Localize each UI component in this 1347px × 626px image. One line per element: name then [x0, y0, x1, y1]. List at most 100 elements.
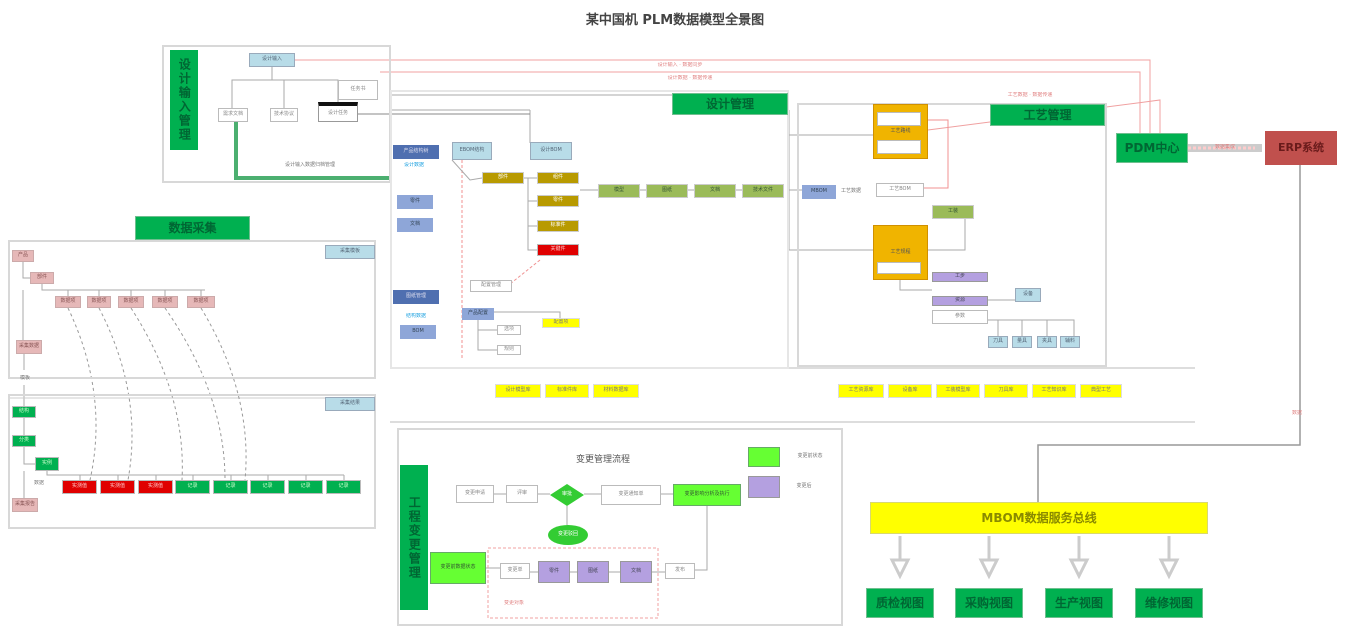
node-pm-t: 工艺数据 — [840, 188, 861, 195]
node-dc-lbl2[interactable]: 采集结果 — [325, 397, 375, 411]
node-di-a[interactable]: 需求文档 — [218, 108, 248, 122]
node-dc-f[interactable]: 采集数据 — [16, 340, 42, 354]
node-dc-r1[interactable]: 实测值 — [62, 480, 97, 494]
node-dm-r[interactable]: 关键件 — [537, 244, 579, 256]
node-cf-5[interactable]: 变更影响分析及执行 — [673, 484, 741, 506]
node-ys-4[interactable]: 工艺资源库 — [838, 384, 884, 398]
node-dm-y1[interactable]: 配置项 — [542, 318, 580, 328]
node-dm-g3[interactable]: 文档 — [694, 184, 736, 198]
node-ys-8[interactable]: 工艺知识库 — [1032, 384, 1076, 398]
node-pm-s3[interactable]: 夹具 — [1037, 336, 1057, 348]
node-link1: 设计输入 · 数据同步 — [657, 62, 703, 69]
node-ys-6[interactable]: 工装模型库 — [936, 384, 980, 398]
process-mgmt-label: 工艺管理 — [990, 104, 1105, 126]
node-di-top[interactable]: 设计输入 — [249, 53, 295, 67]
data-collect-label: 数据采集 — [135, 216, 250, 240]
node-cf-6[interactable]: 变更驳回 — [548, 525, 588, 545]
node-ys-9[interactable]: 典型工艺 — [1080, 384, 1122, 398]
node-dm-g1[interactable]: 模型 — [598, 184, 640, 198]
node-cf-8[interactable]: 变更单 — [500, 563, 530, 579]
node-cf-2[interactable]: 评审 — [506, 485, 538, 503]
node-dc-s5[interactable]: 记录 — [326, 480, 361, 494]
node-dm-o4[interactable]: 标准件 — [537, 220, 579, 232]
node-ys-1[interactable]: 设计模型库 — [495, 384, 541, 398]
node-dc-g3[interactable]: 实例 — [35, 457, 59, 471]
node-dm-g2[interactable]: 图纸 — [646, 184, 688, 198]
node-cf-12[interactable]: 发布 — [665, 563, 695, 579]
node-dc-c[interactable]: 数据项 — [118, 296, 144, 308]
node-dc-g2[interactable]: 分类 — [12, 435, 36, 447]
node-cf-11[interactable]: 文档 — [620, 561, 652, 583]
node-ys-3[interactable]: 材料数据库 — [593, 384, 639, 398]
node-ys-7[interactable]: 刀具库 — [984, 384, 1028, 398]
design-mgmt-panel — [390, 90, 789, 369]
node-pm-p3[interactable]: 参数 — [932, 310, 988, 324]
erp-system-box[interactable]: ERP系统 — [1265, 131, 1337, 165]
node-dc-s3[interactable]: 记录 — [250, 480, 285, 494]
node-cf-1[interactable]: 变更申请 — [456, 485, 494, 503]
node-pm-lb[interactable]: 设备 — [1015, 288, 1041, 302]
connector-line — [295, 59, 1151, 133]
node-cf-7[interactable]: 变更前数据状态 — [430, 552, 486, 584]
data-service-bus[interactable]: MBOM数据服务总线 — [870, 502, 1208, 534]
node-dm-t2[interactable]: 设计BOM — [530, 142, 572, 160]
node-dm-t1[interactable]: EBOM结构 — [452, 142, 492, 160]
node-pm-p1[interactable]: 工步 — [932, 272, 988, 282]
node-dm-o3[interactable]: 零件 — [537, 195, 579, 207]
node-dm-o1[interactable]: 部件 — [482, 172, 524, 184]
connector-line — [509, 259, 541, 285]
node-dc-lbl1[interactable]: 采集模板 — [325, 245, 375, 259]
node-dm-b5[interactable]: BOM — [400, 325, 436, 339]
node-dm-s1[interactable]: 选项 — [497, 325, 521, 335]
node-dc-e[interactable]: 数据项 — [187, 296, 215, 308]
node-di-d[interactable]: 任务书 — [338, 80, 378, 100]
node-cf-10[interactable]: 图纸 — [577, 561, 609, 583]
node-dc-a[interactable]: 数据项 — [55, 296, 81, 308]
node-cf-4[interactable]: 变更通知单 — [601, 485, 661, 505]
view-box[interactable]: 维修视图 — [1135, 588, 1203, 618]
view-box[interactable]: 采购视图 — [955, 588, 1023, 618]
node-dc-d[interactable]: 数据项 — [152, 296, 178, 308]
node-pm-w[interactable]: 工艺BOM — [876, 183, 924, 197]
node-dm-o2[interactable]: 组件 — [537, 172, 579, 184]
node-pm-bl[interactable]: MBOM — [802, 185, 836, 199]
connector-line — [928, 212, 966, 251]
connector-line — [22, 262, 30, 279]
node-dc-s1[interactable]: 记录 — [175, 480, 210, 494]
node-dc-l1[interactable]: 产品 — [12, 250, 34, 262]
node-dm-b2[interactable]: 零件 — [397, 195, 433, 209]
view-box[interactable]: 质检视图 — [866, 588, 934, 618]
node-dm-p1[interactable]: 产品配置 — [462, 308, 494, 320]
design-mgmt-label: 设计管理 — [672, 93, 788, 115]
node-dm-g4[interactable]: 技术文件 — [742, 184, 784, 198]
node-pm-og[interactable]: 工装 — [932, 205, 974, 219]
node-dm-note[interactable]: 配置管理 — [470, 280, 512, 292]
node-ys-5[interactable]: 设备库 — [888, 384, 932, 398]
node-pm-s2[interactable]: 量具 — [1012, 336, 1032, 348]
node-dc-r2[interactable]: 实测值 — [100, 480, 135, 494]
node-di-c[interactable]: 设计任务 — [318, 102, 358, 122]
node-pm-s4[interactable]: 辅料 — [1060, 336, 1080, 348]
node-dm-s2[interactable]: 规则 — [497, 345, 521, 355]
node-dc-p[interactable]: 采集报告 — [12, 498, 38, 512]
node-dc-g1[interactable]: 结构 — [12, 406, 36, 418]
node-dc-r3[interactable]: 实测值 — [138, 480, 173, 494]
change-mgmt-panel — [397, 428, 843, 626]
node-dm-b3[interactable]: 文档 — [397, 218, 433, 232]
node-dm-b1[interactable]: 产品结构树 — [393, 145, 439, 159]
node-cf-3[interactable]: 审批 — [550, 484, 584, 506]
node-dc-l2[interactable]: 部件 — [30, 272, 54, 284]
node-pm-s1[interactable]: 刀具 — [988, 336, 1008, 348]
node-cf-9[interactable]: 零件 — [538, 561, 570, 583]
pdm-center-box[interactable]: PDM中心 — [1116, 133, 1188, 163]
node-di-b[interactable]: 技术协议 — [270, 108, 298, 122]
node-dm-b4[interactable]: 图纸管理 — [393, 290, 439, 304]
node-ys-2[interactable]: 标准件库 — [545, 384, 589, 398]
node-dc-s2[interactable]: 记录 — [213, 480, 248, 494]
node-dm-tb1: 设计数据 — [403, 162, 424, 169]
node-dc-b[interactable]: 数据项 — [87, 296, 111, 308]
view-box[interactable]: 生产视图 — [1045, 588, 1113, 618]
node-dc-s4[interactable]: 记录 — [288, 480, 323, 494]
node-pm-p2[interactable]: 资源 — [932, 296, 988, 306]
node-dc-t2: 数据 — [33, 480, 44, 487]
